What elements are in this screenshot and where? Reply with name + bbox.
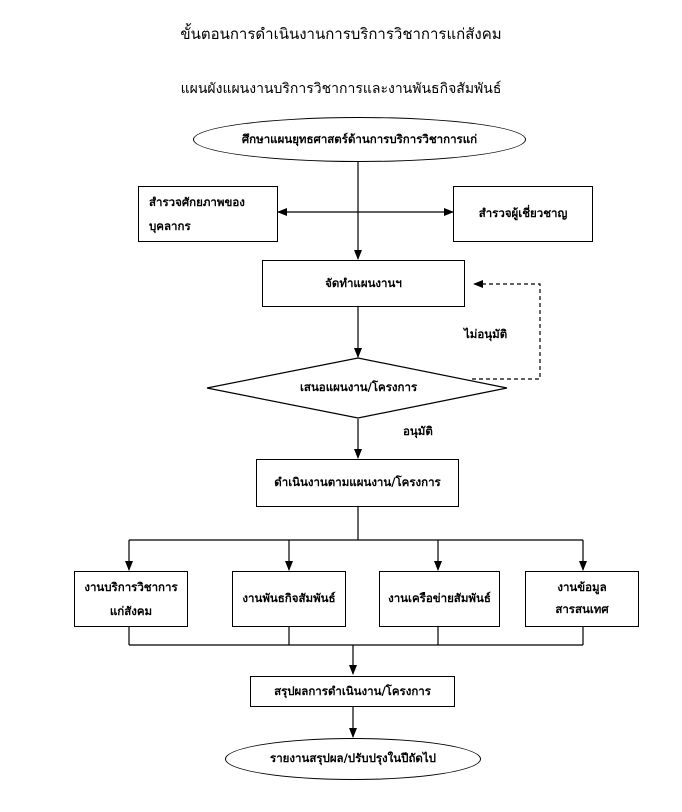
propose-label: เสนอแผนงาน/โครงการ <box>300 380 418 394</box>
operate-label: ดำเนินงานตามแผนงาน/โครงการ <box>274 475 441 490</box>
approved-label: อนุมัติ <box>403 424 433 438</box>
info-label: งานข้อมูลสารสนเทศ <box>555 580 609 616</box>
report-label: รายงานสรุปผล/ปรับปรุงในปีถัดไป <box>270 751 436 766</box>
report-ellipse: รายงานสรุปผล/ปรับปรุงในปีถัดไป <box>225 738 481 780</box>
propose-decision-diamond <box>206 357 508 419</box>
network-label: งานเครือข่ายสัมพันธ์ <box>388 591 491 606</box>
study-strategy-ellipse: ศึกษาแผนยุทธศาสตร์ด้านการบริการวิชาการแก… <box>193 117 526 162</box>
engagement-box: งานพันธกิจสัมพันธ์ <box>232 571 346 627</box>
connector-not-approved-loop <box>472 280 541 380</box>
page-title: ขั้นตอนการดำเนินงานการบริการวิชาการแก่สั… <box>180 25 502 43</box>
make-plan-box: จัดทำแผนงานฯ <box>262 260 465 307</box>
survey-experts-label: สำรวจผู้เชี่ยวชาญ <box>478 206 568 221</box>
survey-staff-box: สำรวจศักยภาพของ บุคลากร <box>138 186 278 242</box>
academic-service-label: งานบริการวิชาการ แก่สังคม <box>84 579 178 618</box>
summary-box: สรุปผลการดำเนินงาน/โครงการ <box>250 676 455 707</box>
academic-service-box: งานบริการวิชาการ แก่สังคม <box>74 571 188 627</box>
info-box: งานข้อมูลสารสนเทศ <box>525 571 639 627</box>
summary-label: สรุปผลการดำเนินงาน/โครงการ <box>274 683 431 698</box>
make-plan-label: จัดทำแผนงานฯ <box>325 275 402 290</box>
engagement-label: งานพันธกิจสัมพันธ์ <box>242 591 336 606</box>
network-box: งานเครือข่ายสัมพันธ์ <box>379 571 500 627</box>
survey-staff-label: สำรวจศักยภาพของ บุคลากร <box>149 194 245 233</box>
not-approved-label: ไม่อนุมัติ <box>464 327 508 341</box>
page-subtitle: แผนผังแผนงานบริการวิชาการและงานพันธกิจสั… <box>180 81 502 97</box>
study-strategy-label: ศึกษาแผนยุทธศาสตร์ด้านการบริการวิชาการแก… <box>241 131 478 146</box>
survey-experts-box: สำรวจผู้เชี่ยวชาญ <box>453 186 593 242</box>
operate-box: ดำเนินงานตามแผนงาน/โครงการ <box>256 459 459 507</box>
